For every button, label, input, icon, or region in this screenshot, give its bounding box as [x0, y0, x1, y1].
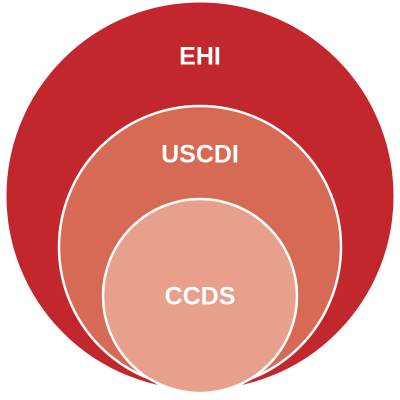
inner-circle-group: CCDS: [101, 197, 299, 395]
label-ehi: EHI: [179, 43, 221, 71]
label-uscdi: USCDI: [161, 141, 239, 169]
label-ccds: CCDS: [165, 283, 236, 311]
circle-ccds: [101, 197, 299, 395]
